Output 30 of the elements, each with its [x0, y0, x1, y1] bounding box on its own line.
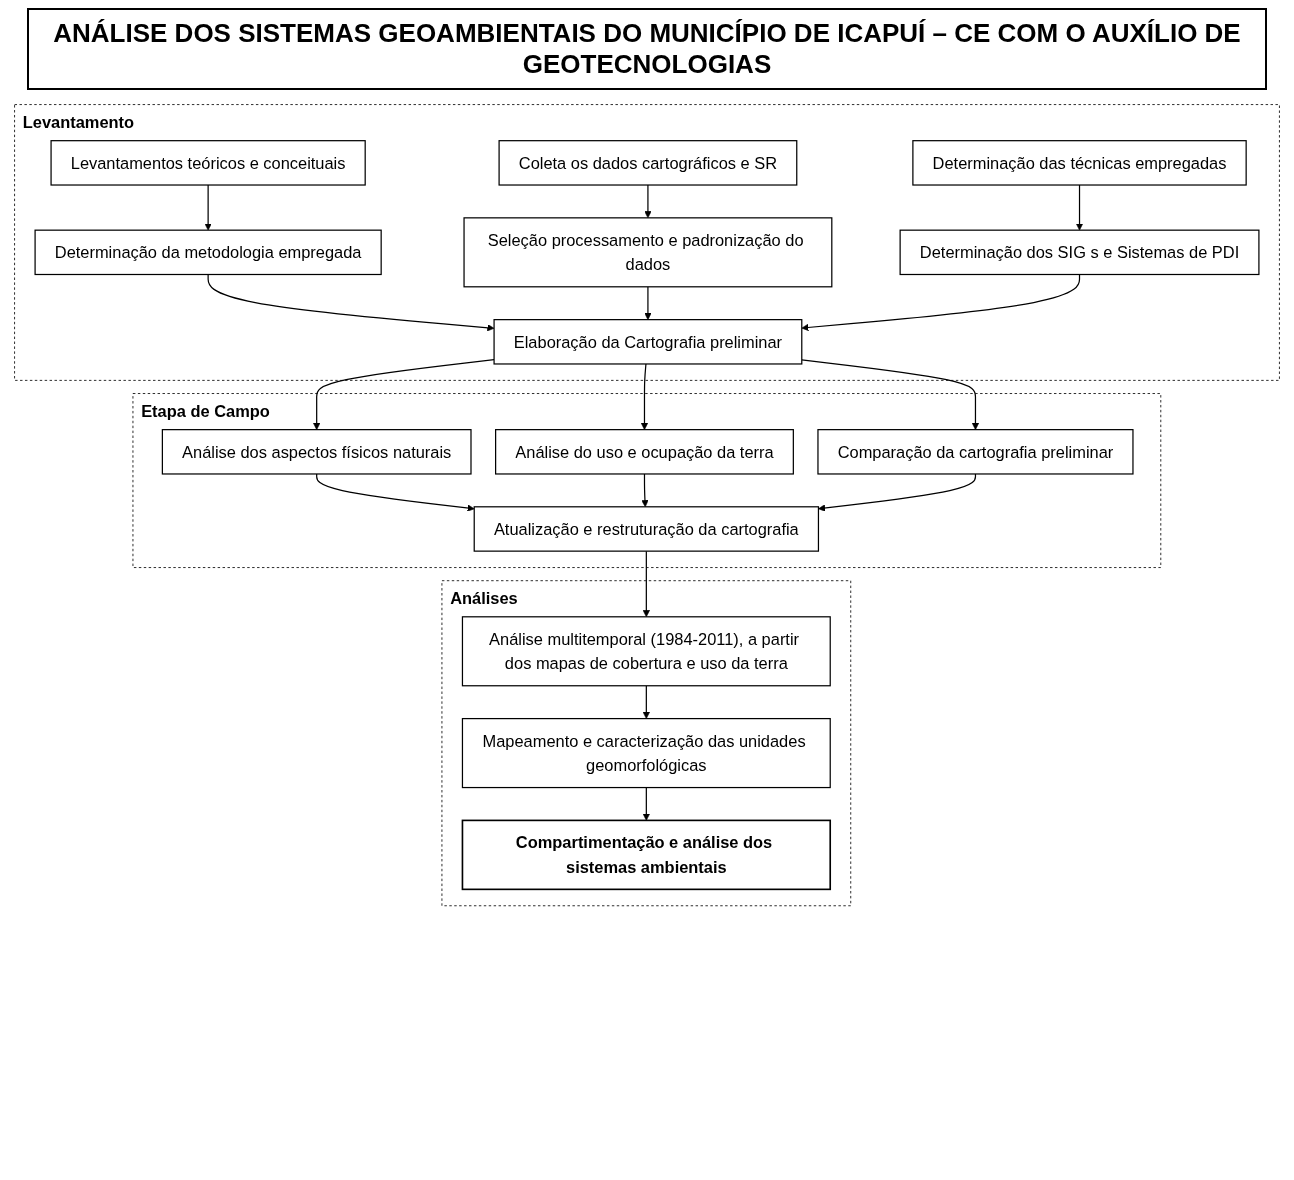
- node-box: Seleção processamento e padronização do dados: [463, 217, 833, 288]
- node-box: Determinação da metodologia empregada: [34, 229, 382, 276]
- arrow: [642, 685, 650, 719]
- node-box: Levantamentos teóricos e conceituais: [50, 140, 366, 186]
- arrow: [801, 273, 1081, 332]
- node-box: Compartimentação e análise dos sistemas ambientais: [461, 819, 832, 891]
- diagram-title: ANÁLISE DOS SISTEMAS GEOAMBIENTAIS DO MUNICÍPIO DE ICAPUÍ – CE COM O AUXÍLIO DE GEOTECNOLOGIAS: [27, 8, 1267, 90]
- node-box: Análise multitemporal (1984-2011), a partir dos mapas de cobertura e uso da terra: [461, 616, 831, 687]
- arrow: [640, 363, 649, 430]
- node-box: Análise do uso e ocupação da terra: [495, 429, 794, 475]
- arrow: [642, 786, 650, 821]
- node-box: Comparação da cartografia preliminar: [817, 429, 1134, 475]
- node-box: Determinação dos SIG s e Sistemas de PDI: [899, 229, 1260, 276]
- arrow: [641, 473, 649, 508]
- arrow: [644, 184, 652, 219]
- arrow: [1075, 184, 1084, 231]
- arrow: [204, 184, 212, 231]
- arrow: [642, 550, 650, 618]
- node-box: Coleta os dados cartográficos e SR: [498, 140, 798, 186]
- arrow: [801, 359, 980, 430]
- node-box: Determinação das técnicas empregadas: [912, 140, 1247, 186]
- node-box: Elaboração da Cartografia preliminar: [493, 319, 803, 365]
- arrow: [313, 359, 495, 430]
- node-box: Mapeamento e caracterização das unidades geomorfológicas: [461, 718, 831, 789]
- node-box: Atualização e restruturação da cartografia: [473, 506, 820, 552]
- arrow: [644, 286, 652, 320]
- arrow: [207, 273, 495, 332]
- arrow: [316, 473, 475, 512]
- arrow: [818, 473, 977, 512]
- node-box: Análise dos aspectos físicos naturais: [161, 429, 472, 475]
